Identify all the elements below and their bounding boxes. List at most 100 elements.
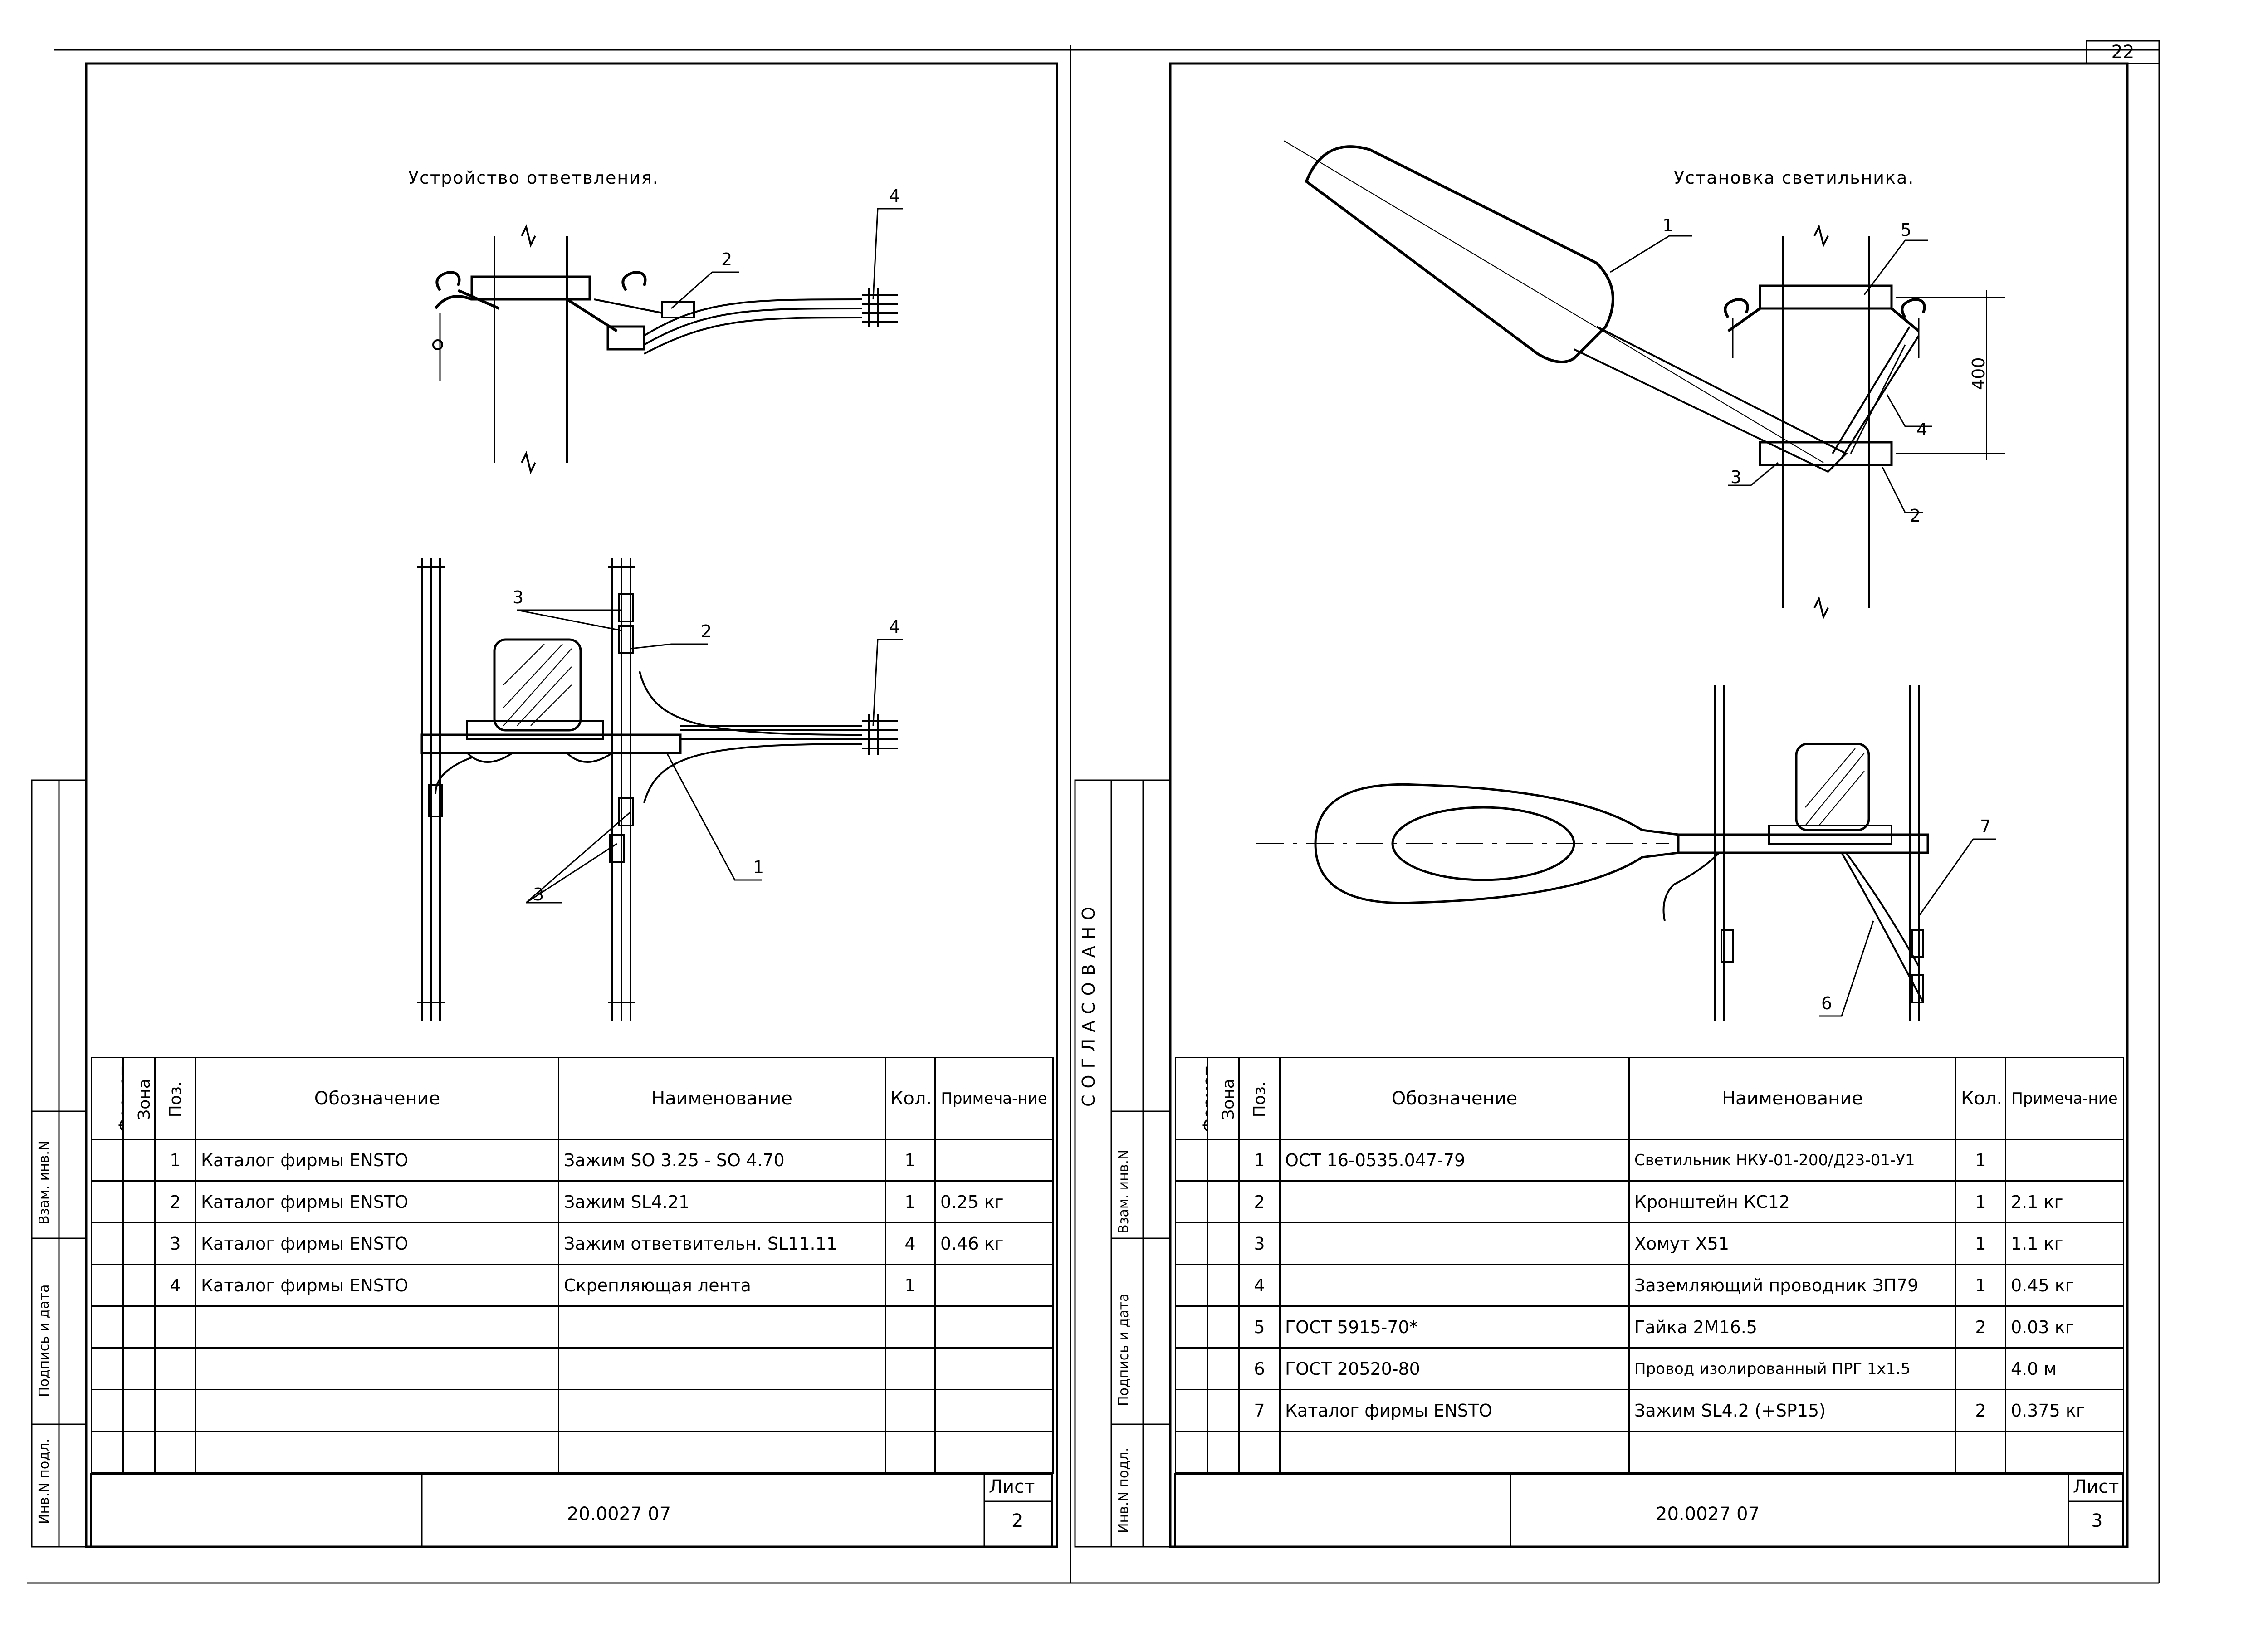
- row-name: Хомут X51: [1628, 1222, 1956, 1265]
- row-designation: Каталог фирмы ENSTO: [195, 1180, 559, 1223]
- col-format: Формат: [1175, 1057, 1208, 1140]
- right-doc-code: 20.0027 07: [1656, 1504, 1760, 1525]
- row-pos: 1: [1238, 1139, 1281, 1182]
- row-qty: 2: [1955, 1305, 2006, 1349]
- row-note: 0.375 кг: [2005, 1389, 2124, 1432]
- row-note: 2.1 кг: [2005, 1180, 2124, 1223]
- row-name: Заземляющий проводник ЗП79: [1628, 1264, 1956, 1307]
- row-designation: [1279, 1222, 1630, 1265]
- row-pos: 5: [1238, 1305, 1281, 1349]
- col-name: Наименование: [558, 1057, 886, 1140]
- table-row: 3 Хомут X51 1 1.1 кг: [1175, 1222, 2124, 1265]
- left-side-label-sign: Подпись и дата: [36, 1284, 52, 1398]
- right-drawing-title: Установка светильника.: [1674, 168, 1915, 188]
- table-row: 3 Каталог фирмы ENSTO Зажим ответвительн…: [91, 1222, 1054, 1265]
- right-spec-header-row: Формат Зона Поз. Обозначение Наименовани…: [1175, 1057, 2124, 1140]
- right-callout-5: 5: [1901, 220, 1912, 240]
- row-name: Кронштейн КС12: [1628, 1180, 1956, 1223]
- left-sheet-label: Лист: [989, 1476, 1035, 1497]
- table-row: 2 Каталог фирмы ENSTO Зажим SL4.21 1 0.2…: [91, 1180, 1054, 1223]
- right-callout-1: 1: [1662, 215, 1674, 235]
- table-row: 2 Кронштейн КС12 1 2.1 кг: [1175, 1180, 2124, 1223]
- table-row: 7 Каталог фирмы ENSTO Зажим SL4.2 (+SP15…: [1175, 1389, 2124, 1432]
- col-qty: Кол.: [1955, 1057, 2006, 1140]
- row-designation: ГОСТ 20520-80: [1279, 1347, 1630, 1390]
- row-name: Зажим ответвительн. SL11.11: [558, 1222, 886, 1265]
- left-side-label-replace: Взам. инв.N: [36, 1140, 52, 1225]
- left-doc-code: 20.0027 07: [567, 1504, 671, 1525]
- table-row: [1175, 1431, 2124, 1474]
- left-callout-2-top: 2: [721, 249, 733, 269]
- row-note: 4.0 м: [2005, 1347, 2124, 1390]
- row-qty: 4: [885, 1222, 936, 1265]
- col-zone: Зона: [122, 1057, 156, 1140]
- right-dimension-400: 400: [1969, 357, 1989, 390]
- row-designation: [1279, 1264, 1630, 1307]
- row-pos: 4: [154, 1264, 196, 1307]
- left-drawing-title: Устройство ответвления.: [408, 168, 659, 188]
- col-pos: Поз.: [154, 1057, 196, 1140]
- table-row: 1 ОСТ 16-0535.047-79 Светильник НКУ-01-2…: [1175, 1139, 2124, 1182]
- col-designation: Обозначение: [1279, 1057, 1630, 1140]
- row-note: 1.1 кг: [2005, 1222, 2124, 1265]
- col-note: Примеча-ние: [2005, 1057, 2124, 1140]
- row-qty: 1: [1955, 1222, 2006, 1265]
- table-row: 5 ГОСТ 5915-70* Гайка 2М16.5 2 0.03 кг: [1175, 1305, 2124, 1349]
- right-spec-table: Формат Зона Поз. Обозначение Наименовани…: [1175, 1057, 2124, 1474]
- col-pos: Поз.: [1238, 1057, 1281, 1140]
- right-side-label-inv: Инв.N подл.: [1116, 1447, 1132, 1533]
- row-name: Зажим SL4.21: [558, 1180, 886, 1223]
- row-name: Зажим SL4.2 (+SP15): [1628, 1389, 1956, 1432]
- luminaire-side-view: [1283, 140, 2005, 620]
- row-note: [934, 1264, 1054, 1307]
- row-pos: 2: [1238, 1180, 1281, 1223]
- table-row: 4 Каталог фирмы ENSTO Скрепляющая лента …: [91, 1264, 1054, 1307]
- row-note: 0.03 кг: [2005, 1305, 2124, 1349]
- table-row: 4 Заземляющий проводник ЗП79 1 0.45 кг: [1175, 1264, 2124, 1307]
- right-callout-6: 6: [1821, 993, 1833, 1013]
- row-note: [2005, 1139, 2124, 1182]
- table-row: [91, 1347, 1054, 1390]
- left-spec-table: Формат Зона Поз. Обозначение Наименовани…: [91, 1057, 1054, 1474]
- row-qty: 1: [885, 1180, 936, 1223]
- row-designation: Каталог фирмы ENSTO: [1279, 1389, 1630, 1432]
- row-note: [934, 1139, 1054, 1182]
- left-callout-3-upper: 3: [513, 587, 524, 607]
- row-qty: 1: [1955, 1264, 2006, 1307]
- branch-device-side-view: [432, 208, 903, 474]
- col-zone: Зона: [1207, 1057, 1240, 1140]
- left-callout-1-plan: 1: [753, 857, 764, 877]
- row-qty: 1: [1955, 1139, 2006, 1182]
- luminaire-plan-view: [1256, 685, 1996, 1021]
- left-callout-2-plan: 2: [701, 621, 712, 641]
- row-qty: 1: [885, 1139, 936, 1182]
- row-pos: 2: [154, 1180, 196, 1223]
- row-name: Светильник НКУ-01-200/Д23-01-У1: [1628, 1139, 1956, 1182]
- row-note: 0.46 кг: [934, 1222, 1054, 1265]
- right-sheet-number: 3: [2091, 1510, 2103, 1531]
- row-designation: ГОСТ 5915-70*: [1279, 1305, 1630, 1349]
- table-row: [91, 1389, 1054, 1432]
- col-format: Формат: [91, 1057, 124, 1140]
- row-pos: 3: [1238, 1222, 1281, 1265]
- row-pos: 3: [154, 1222, 196, 1265]
- left-callout-4-top: 4: [889, 186, 900, 206]
- row-pos: 4: [1238, 1264, 1281, 1307]
- row-name: Провод изолированный ПРГ 1x1.5: [1628, 1347, 1956, 1390]
- row-pos: 6: [1238, 1347, 1281, 1390]
- table-row: 1 Каталог фирмы ENSTO Зажим SO 3.25 - SO…: [91, 1139, 1054, 1182]
- col-note: Примеча-ние: [934, 1057, 1054, 1140]
- right-callout-7: 7: [1980, 816, 1991, 836]
- row-note: 0.25 кг: [934, 1180, 1054, 1223]
- left-callout-3-lower: 3: [533, 885, 544, 904]
- left-sheet-number: 2: [1012, 1510, 1023, 1531]
- row-designation: Каталог фирмы ENSTO: [195, 1139, 559, 1182]
- row-designation: [1279, 1180, 1630, 1223]
- row-name: Гайка 2М16.5: [1628, 1305, 1956, 1349]
- row-designation: Каталог фирмы ENSTO: [195, 1264, 559, 1307]
- col-name: Наименование: [1628, 1057, 1956, 1140]
- branch-device-plan-view: [417, 558, 903, 1021]
- row-note: 0.45 кг: [2005, 1264, 2124, 1307]
- agreed-stamp: СОГЛАСОВАНО: [1079, 900, 1099, 1107]
- right-side-label-replace: Взам. инв.N: [1116, 1149, 1132, 1234]
